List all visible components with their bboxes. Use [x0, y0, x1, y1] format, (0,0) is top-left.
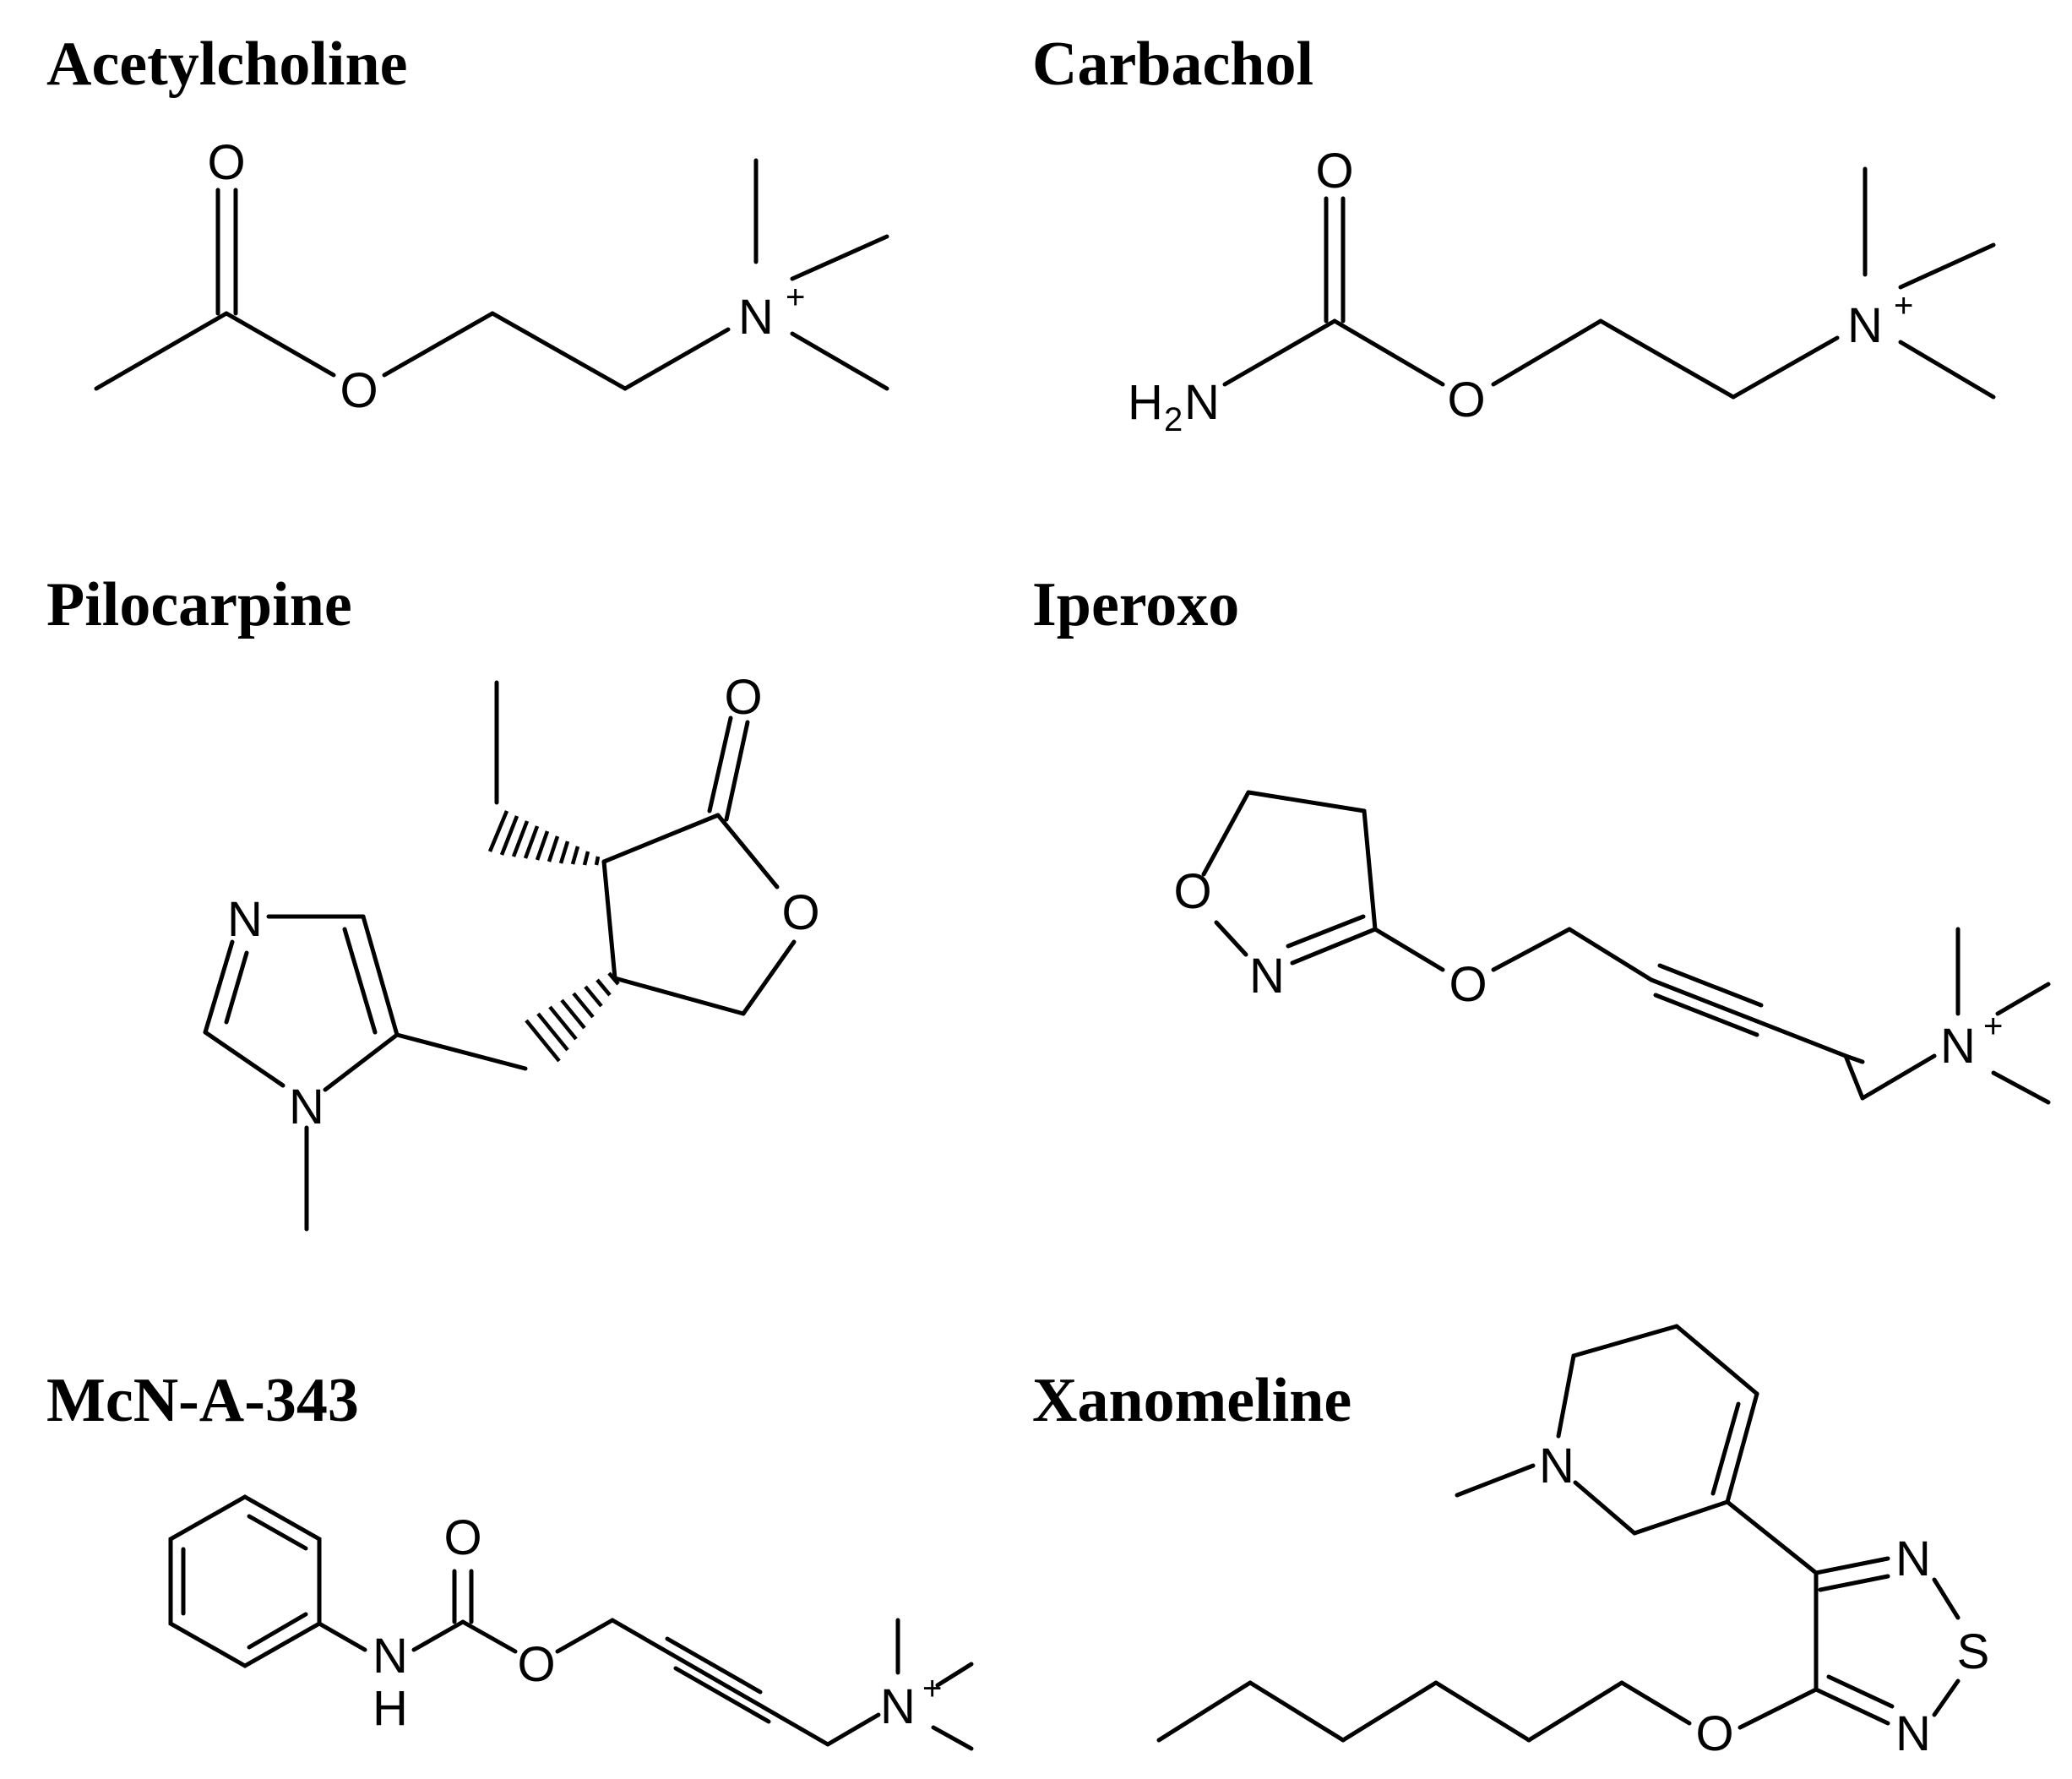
molecule-acetylcholine: Acetylcholine O O N +	[46, 30, 889, 418]
atom-amine-n: N	[1184, 375, 1220, 430]
molecule-pilocarpine: Pilocarpine	[46, 570, 820, 1232]
atom-o-ether: O	[1695, 1706, 1733, 1761]
bonds-pilocarpine	[203, 680, 797, 1232]
atom-o-carbonyl: O	[207, 135, 245, 190]
atom-o-carbonyl: O	[1315, 144, 1353, 199]
atom-n-bottom: N	[1895, 1706, 1931, 1761]
title-pilocarpine: Pilocarpine	[46, 570, 352, 639]
bonds-mcn-a-343	[168, 1494, 974, 1751]
bonds-carbachol	[1222, 166, 1996, 400]
atom-n3: N	[227, 892, 263, 947]
molecule-iperoxo: Iperoxo O N O N +	[1032, 570, 2051, 1105]
atom-n: N	[1940, 1019, 1976, 1074]
charge-plus: +	[1983, 1008, 2003, 1045]
title-mcn-a-343: McN-A-343	[46, 1366, 359, 1435]
atom-n: N	[880, 1679, 916, 1734]
atom-s: S	[1957, 1624, 1990, 1679]
bond-propargyl	[1843, 1053, 1865, 1101]
molecule-mcn-a-343: McN-A-343 O O N H	[46, 1366, 974, 1751]
atom-n-ring: N	[1249, 949, 1285, 1004]
atom-o-ester: O	[1447, 373, 1485, 427]
atom-n1: N	[289, 1080, 324, 1134]
atom-nh-n: N	[373, 1629, 408, 1684]
atom-nh-h: H	[373, 1681, 408, 1736]
bonds-iperoxo	[1201, 790, 2051, 1105]
title-xanomeline: Xanomeline	[1032, 1366, 1351, 1435]
charge-plus: +	[1894, 287, 1913, 324]
title-carbachol: Carbachol	[1032, 30, 1313, 99]
atom-amine-sub: 2	[1164, 401, 1183, 438]
atom-amine-h: H	[1128, 375, 1163, 430]
atom-o-ester: O	[517, 1637, 555, 1692]
atom-n: N	[738, 290, 774, 345]
charge-plus: +	[922, 1670, 942, 1707]
atom-o-ether: O	[1449, 957, 1487, 1012]
atom-n-ring: N	[1539, 1439, 1574, 1493]
atom-o-ester: O	[340, 363, 378, 418]
atom-n: N	[1847, 298, 1883, 353]
bonds-acetylcholine	[94, 158, 889, 391]
charge-plus: +	[786, 279, 805, 316]
atom-o-carbonyl: O	[443, 1510, 481, 1565]
hashed-wedge-ethyl	[487, 810, 601, 866]
bonds-xanomeline	[1156, 1324, 1961, 1743]
atom-o-ring: O	[781, 885, 819, 940]
molecule-xanomeline: Xanomeline	[1032, 1324, 1990, 1761]
title-iperoxo: Iperoxo	[1032, 570, 1239, 639]
atom-n-top: N	[1895, 1531, 1931, 1586]
title-acetylcholine: Acetylcholine	[46, 30, 407, 99]
atom-o-ring: O	[1173, 864, 1211, 919]
hashed-wedge-linker	[525, 971, 620, 1063]
molecule-carbachol: Carbachol O O H 2 N N +	[1032, 30, 1996, 438]
atom-o-carbonyl: O	[724, 670, 762, 725]
